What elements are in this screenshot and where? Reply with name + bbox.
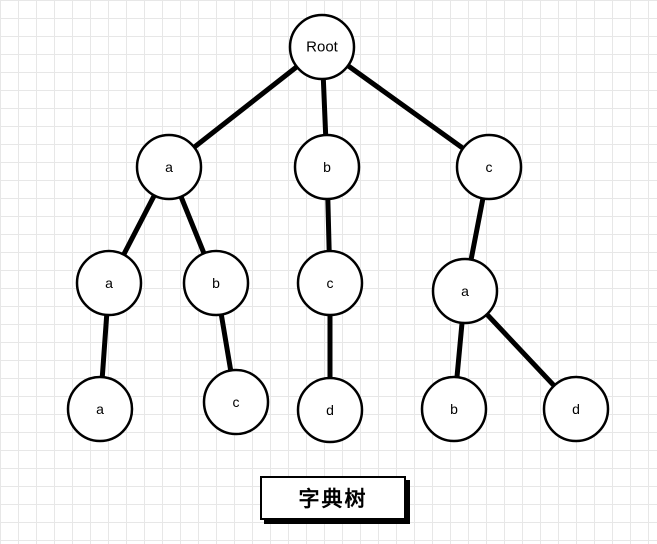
node-circle <box>288 13 356 81</box>
node-label: b <box>323 159 331 175</box>
node-label: c <box>327 275 334 291</box>
node-layer: Root a b c a b c a a c d b d <box>66 13 610 444</box>
edge-layer <box>97 44 579 413</box>
node-label: b <box>212 275 220 291</box>
node-n_cab: b <box>420 375 488 443</box>
node-label: a <box>105 275 113 291</box>
node-label: d <box>572 401 580 417</box>
node-circle <box>293 133 361 201</box>
node-n_cad: d <box>542 375 610 443</box>
node-n_abc: c <box>202 368 270 436</box>
node-n_ca: a <box>431 257 499 325</box>
node-circle <box>420 375 488 443</box>
node-label: b <box>450 401 458 417</box>
node-label: a <box>96 401 104 417</box>
node-label: c <box>486 159 493 175</box>
node-circle <box>542 375 610 443</box>
node-circle <box>66 375 134 443</box>
node-circle <box>296 376 364 444</box>
node-label: a <box>461 283 469 299</box>
node-n_aa: a <box>75 249 143 317</box>
node-label: d <box>326 402 334 418</box>
diagram-caption: 字典树 <box>260 476 406 520</box>
node-circle <box>75 249 143 317</box>
node-circle <box>202 368 270 436</box>
node-label: a <box>165 159 173 175</box>
node-n_a: a <box>135 133 203 201</box>
node-n_ab: b <box>182 249 250 317</box>
edge-root-n_c <box>319 44 492 170</box>
node-circle <box>296 249 364 317</box>
node-circle <box>135 133 203 201</box>
node-n_bcd: d <box>296 376 364 444</box>
node-n_c: c <box>455 133 523 201</box>
node-circle <box>455 133 523 201</box>
node-circle <box>431 257 499 325</box>
node-n_aaa: a <box>66 375 134 443</box>
trie-tree: Root a b c a b c a a c d b d <box>66 13 610 444</box>
node-circle <box>182 249 250 317</box>
node-n_b: b <box>293 133 361 201</box>
node-label: Root <box>306 39 339 56</box>
node-n_bc: c <box>296 249 364 317</box>
node-label: c <box>233 394 240 410</box>
node-root: Root <box>288 13 356 81</box>
